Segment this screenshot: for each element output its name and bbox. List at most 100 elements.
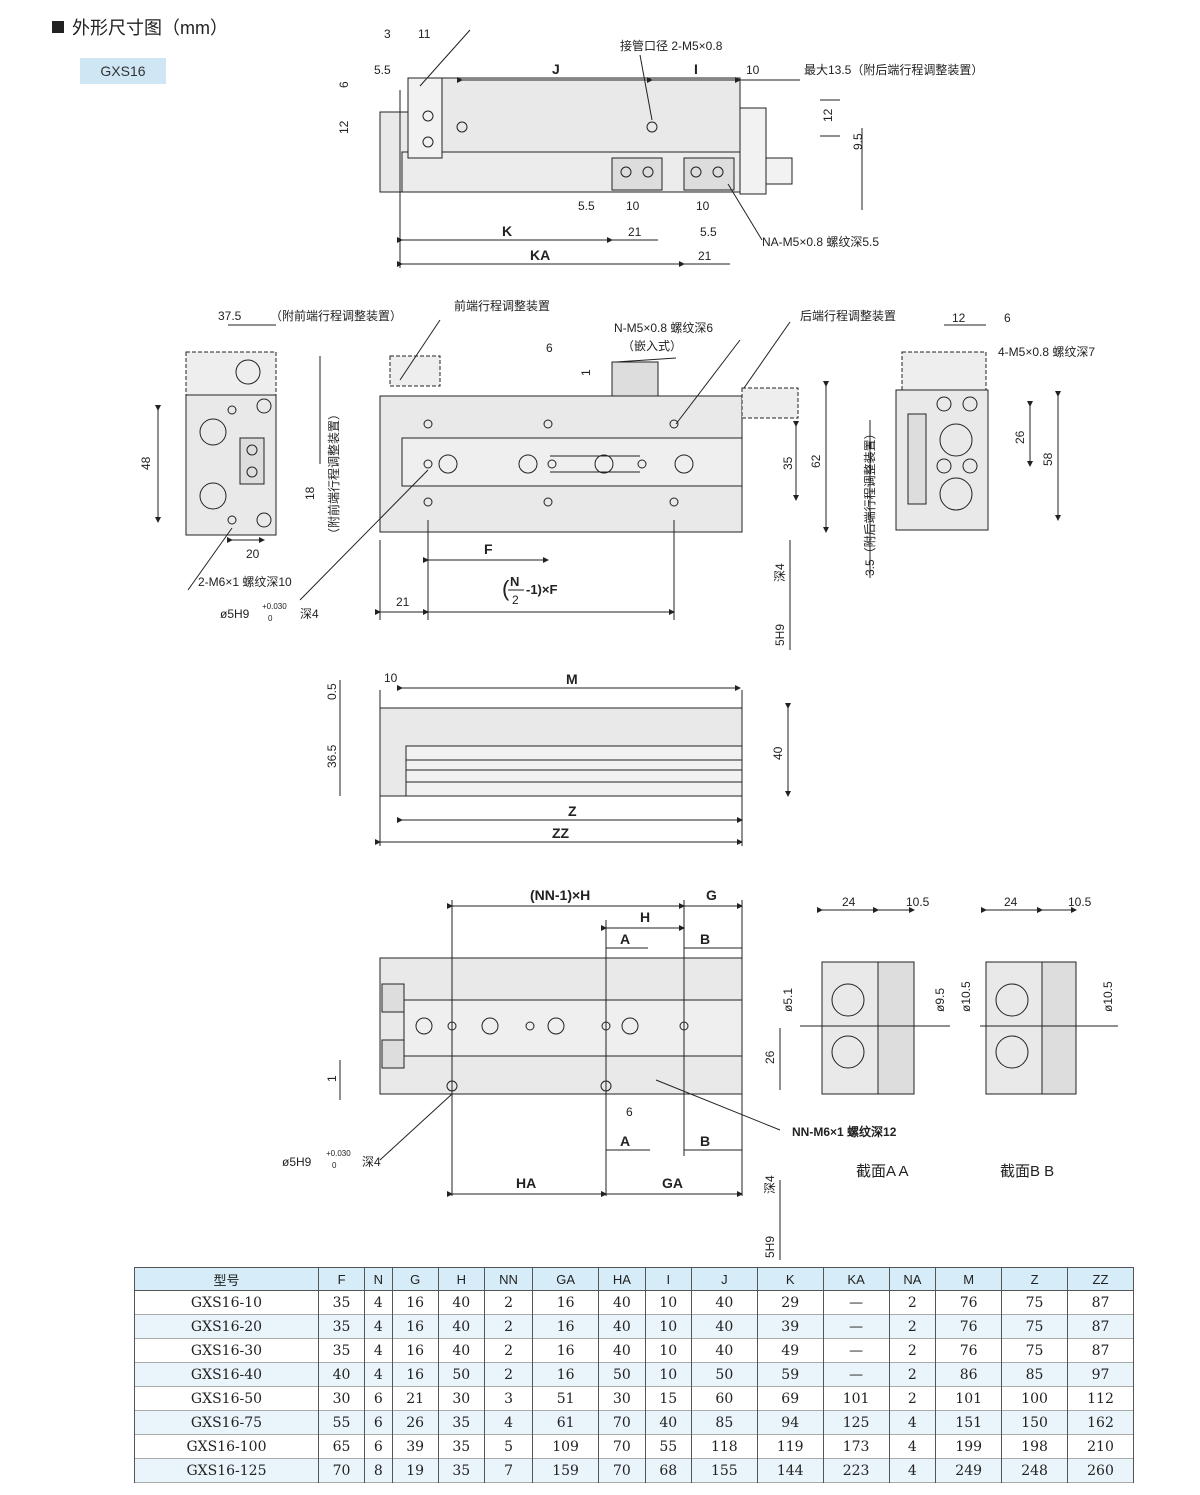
table-cell: 100 — [1001, 1386, 1068, 1411]
dim-label: 12 — [337, 120, 351, 134]
table-cell: 2 — [888, 1338, 937, 1363]
table-cell: 75 — [1001, 1290, 1068, 1315]
table-cell: 7 — [483, 1458, 534, 1483]
table-cell: 35 — [437, 1434, 485, 1459]
table-cell: 112 — [1067, 1386, 1134, 1411]
view-bottom — [339, 900, 1118, 1260]
table-cell: 16 — [391, 1290, 439, 1315]
table-cell: 101 — [822, 1386, 890, 1411]
note-port: 接管口径 2-M5×0.8 — [620, 38, 723, 53]
dim-label: 26 — [763, 1050, 777, 1064]
dim-label: 1 — [325, 1075, 339, 1082]
table-cell: 21 — [391, 1386, 439, 1411]
column-header: I — [644, 1267, 692, 1291]
note-m6: 2-M6×1 螺纹深10 — [198, 575, 292, 589]
table-cell: 39 — [391, 1434, 439, 1459]
hole-icon — [620, 166, 632, 178]
table-cell: 2 — [483, 1290, 534, 1315]
dim-label: B — [700, 931, 710, 947]
table-cell: GXS16-30 — [134, 1338, 319, 1363]
table-cell: 87 — [1067, 1338, 1134, 1363]
table-cell: 35 — [437, 1458, 485, 1483]
dim-label: 21 — [698, 249, 712, 263]
table-cell: 26 — [391, 1410, 439, 1435]
dim-label: KA — [530, 247, 550, 263]
dim-label: A — [620, 1133, 630, 1149]
table-cell: 101 — [935, 1386, 1003, 1411]
table-cell: 30 — [317, 1386, 366, 1411]
table-cell: 5 — [483, 1434, 534, 1459]
table-cell: 70 — [317, 1458, 366, 1483]
hole-icon — [422, 136, 434, 148]
table-cell: 10 — [644, 1314, 692, 1339]
dim-label: 11 — [418, 27, 431, 41]
view-front — [339, 680, 791, 846]
dim-label: 18 — [303, 486, 317, 500]
table-cell: 2 — [483, 1314, 534, 1339]
dim-label: 10.5 — [1068, 895, 1092, 909]
table-cell: 40 — [690, 1338, 758, 1363]
table-cell: 173 — [822, 1434, 890, 1459]
dim-label: I — [694, 61, 698, 77]
technical-drawing: 3 11 5.5 6 12 J I 10 12 9.5 5.5 10 10 5.… — [139, 27, 1118, 1260]
frac-num: N — [510, 574, 519, 589]
table-cell: 2 — [888, 1386, 937, 1411]
table-cell: 40 — [598, 1338, 646, 1363]
table-cell: 35 — [317, 1314, 366, 1339]
table-cell: GXS16-75 — [134, 1410, 319, 1435]
hole-icon — [456, 121, 468, 133]
table-cell: 30 — [437, 1386, 485, 1411]
table-cell: 49 — [756, 1338, 824, 1363]
table-cell: 151 — [935, 1410, 1003, 1435]
table-cell: 2 — [888, 1314, 937, 1339]
note-vert-front: （附前端行程调整装置） — [326, 408, 341, 540]
dim-label: 24 — [1004, 895, 1018, 909]
table-cell: GXS16-50 — [134, 1386, 319, 1411]
dim-label: 58 — [1041, 452, 1055, 466]
table-cell: 4 — [483, 1410, 534, 1435]
dim-label: F — [484, 541, 493, 557]
table-cell: 16 — [532, 1362, 600, 1387]
table-cell: 35 — [317, 1290, 366, 1315]
section-aa-label: 截面A A — [856, 1163, 909, 1180]
column-header: M — [935, 1267, 1003, 1291]
table-cell: 97 — [1067, 1362, 1134, 1387]
table-cell: 4 — [364, 1314, 393, 1339]
table-cell: 10 — [644, 1362, 692, 1387]
table-cell: 118 — [690, 1434, 758, 1459]
table-cell: 50 — [690, 1362, 758, 1387]
dim-label: 10 — [746, 63, 760, 77]
dim-label: 12 — [952, 311, 966, 325]
table-cell: 4 — [888, 1410, 937, 1435]
table-cell: 70 — [598, 1434, 646, 1459]
dim-label: 37.5 — [218, 309, 242, 323]
table-cell: 198 — [1001, 1434, 1068, 1459]
note-front-adj: 前端行程调整装置 — [454, 298, 550, 313]
dim-label: 24 — [842, 895, 856, 909]
table-cell: 210 — [1067, 1434, 1134, 1459]
table-cell: 16 — [532, 1290, 600, 1315]
table-cell: 75 — [1001, 1314, 1068, 1339]
dim-label: ZZ — [552, 825, 570, 841]
table-cell: 65 — [317, 1434, 366, 1459]
table-cell: 35 — [437, 1410, 485, 1435]
table-cell: 15 — [644, 1386, 692, 1411]
table-cell: 76 — [935, 1290, 1003, 1315]
table-cell: 61 — [532, 1410, 600, 1435]
dim-label: A — [620, 931, 630, 947]
dim-label: H — [640, 909, 650, 925]
table-cell: 40 — [437, 1338, 485, 1363]
table-cell: — — [822, 1362, 890, 1387]
note-slot-depth: 深4 — [773, 563, 787, 582]
page-title: 外形尺寸图（mm） — [72, 18, 228, 38]
table-cell: 70 — [598, 1458, 646, 1483]
note-rear-adj: 后端行程调整装置 — [800, 308, 896, 323]
view-middle-labels: 37.5 48 20 6 1 35 62 F 21 12 6 26 58 18 … — [139, 298, 1095, 646]
dim-label: 10 — [384, 671, 398, 685]
dim-label: 9.5 — [851, 133, 865, 150]
table-cell: 40 — [437, 1314, 485, 1339]
